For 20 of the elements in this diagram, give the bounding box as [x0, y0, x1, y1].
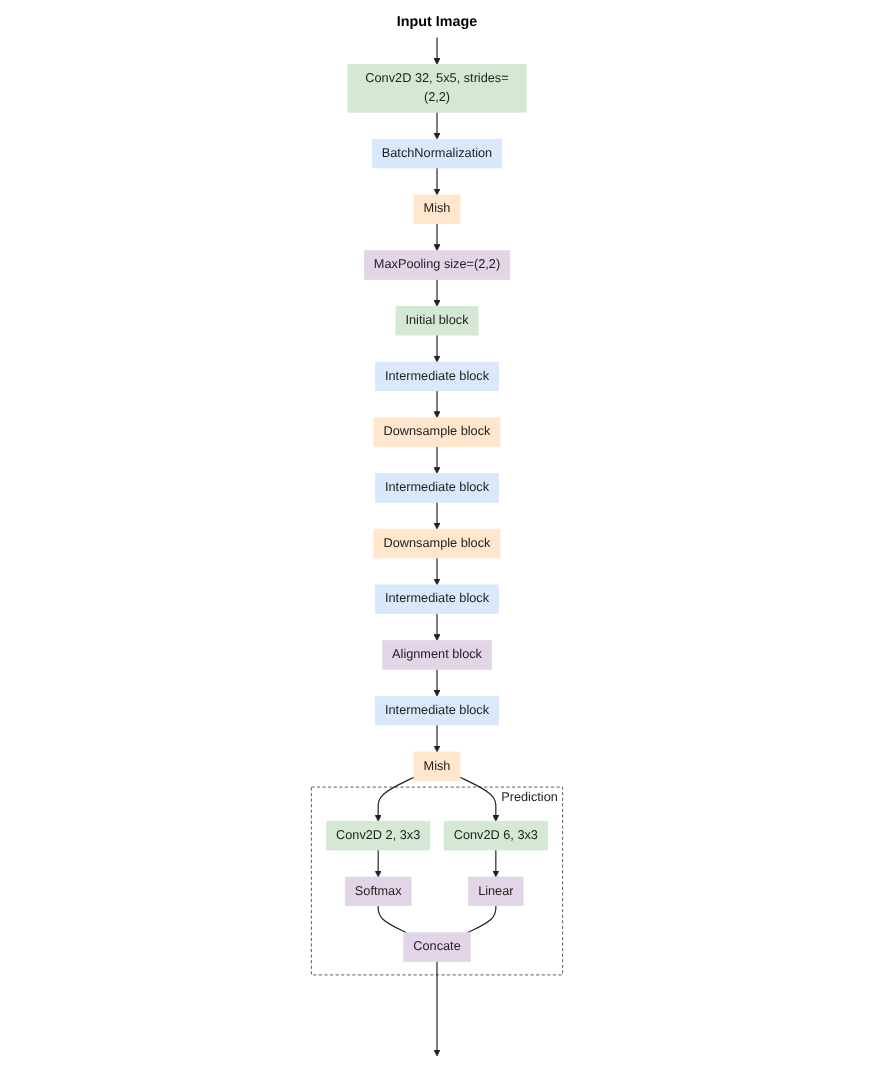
arrow	[433, 334, 441, 363]
arrow	[433, 167, 441, 196]
connector	[377, 905, 408, 934]
arrow	[433, 557, 441, 586]
arrow	[433, 223, 441, 251]
arrow	[433, 501, 441, 530]
arrow	[492, 849, 500, 878]
arrow	[433, 668, 441, 697]
arrow	[433, 390, 441, 419]
connector	[466, 905, 497, 934]
arrow	[433, 724, 441, 753]
arrow	[374, 849, 382, 878]
arrow	[459, 776, 500, 822]
arrow	[433, 445, 441, 474]
arrow	[433, 278, 441, 307]
arrow	[374, 776, 415, 822]
arrow	[433, 613, 441, 641]
arrow	[433, 111, 441, 140]
arrow	[433, 36, 441, 65]
arrow	[433, 960, 441, 1057]
